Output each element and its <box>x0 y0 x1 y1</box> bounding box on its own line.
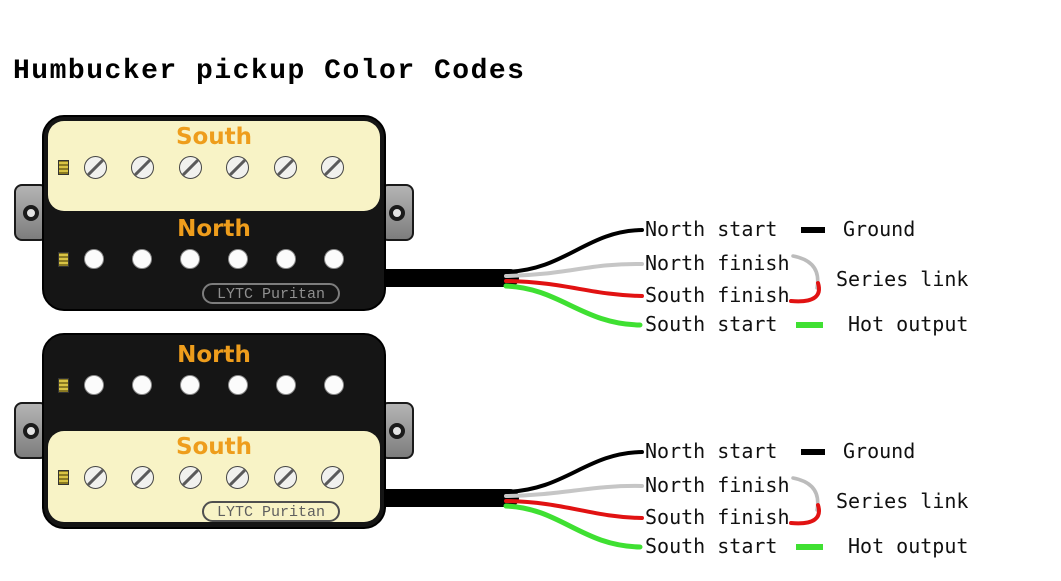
pole-slug <box>84 249 104 269</box>
pole-screw <box>178 465 202 489</box>
pole-screw <box>320 465 344 489</box>
pole-screw <box>131 155 155 179</box>
pole-slug <box>228 375 248 395</box>
coil-north: North <box>48 339 380 429</box>
pickup-body: South North LYTC Puritan <box>42 115 386 311</box>
wire-label-north-start: North start <box>645 439 778 463</box>
legend-ground: Ground <box>843 217 916 241</box>
legend-hot-output: Hot output <box>848 534 969 558</box>
legend-ground: Ground <box>843 439 916 463</box>
pole-screw <box>84 465 107 489</box>
legend-hot-output: Hot output <box>848 312 969 336</box>
coil-label-south: South <box>175 124 253 150</box>
pickup2-wire-white <box>504 483 644 498</box>
pole-screw <box>226 465 250 489</box>
coil-lead-block <box>58 160 69 175</box>
pole-screw <box>273 155 297 179</box>
pole-row-slugs <box>84 373 344 397</box>
brand-label: LYTC Puritan <box>201 283 341 304</box>
pole-screw <box>226 155 250 179</box>
mounting-screw-hole <box>389 204 405 221</box>
wire-label-north-finish: North finish <box>645 473 790 497</box>
coil-lead-block <box>58 378 69 393</box>
coil-north: North <box>48 213 380 304</box>
pole-slug <box>84 375 104 395</box>
pickup1-series-hook-white <box>791 254 820 290</box>
pickup2-series-hook-white <box>791 476 820 512</box>
pickup-1: South North LYTC Puritan <box>14 115 414 311</box>
coil-label-north: North <box>177 216 251 242</box>
wire-label-north-finish: North finish <box>645 251 790 275</box>
pole-row-screws <box>84 155 344 179</box>
wire-label-south-finish: South finish <box>645 505 790 529</box>
pickup2-series-hook-red <box>789 503 821 526</box>
wire-label-south-start: South start <box>645 312 778 336</box>
mounting-screw-hole <box>23 422 39 439</box>
pickup1-wire-green <box>503 283 643 328</box>
coil-label-north: North <box>177 342 251 368</box>
coil-south: South <box>48 431 380 522</box>
pickup2-wire-red <box>504 499 644 520</box>
coil-label-south: South <box>175 434 253 460</box>
mounting-screw-hole <box>23 204 39 221</box>
mounting-screw-hole <box>389 422 405 439</box>
pole-slug <box>132 375 152 395</box>
pickup2-wire-green <box>503 503 643 550</box>
pickup1-wire-red <box>504 279 644 298</box>
pole-slug <box>180 375 200 395</box>
pole-row-screws <box>84 465 344 489</box>
wire-label-north-start: North start <box>645 217 778 241</box>
pole-row-slugs <box>84 247 344 271</box>
pole-slug <box>276 375 296 395</box>
pole-screw <box>84 155 107 179</box>
brand-label: LYTC Puritan <box>201 501 341 522</box>
pickup-body: North South LYTC Puritan <box>42 333 386 529</box>
pickup1-series-hook-red <box>789 281 821 304</box>
pickup2-wire-black <box>504 450 644 494</box>
pole-screw <box>273 465 297 489</box>
pole-slug <box>324 375 344 395</box>
pickup1-wire-white <box>504 261 644 278</box>
wire-label-south-start: South start <box>645 534 778 558</box>
pickup1-wire-black <box>504 228 644 274</box>
pole-screw <box>178 155 202 179</box>
coil-lead-block <box>58 252 69 267</box>
legend-series-link: Series link <box>836 267 969 291</box>
wire-label-south-finish: South finish <box>645 283 790 307</box>
diagram-title: Humbucker pickup Color Codes <box>13 56 526 87</box>
pickup-2: North South LYTC Puritan <box>14 333 414 529</box>
pole-slug <box>228 249 248 269</box>
pole-slug <box>180 249 200 269</box>
coil-south: South <box>48 121 380 211</box>
pole-slug <box>276 249 296 269</box>
pole-slug <box>324 249 344 269</box>
pole-slug <box>132 249 152 269</box>
pole-screw <box>131 465 155 489</box>
coil-lead-block <box>58 470 69 485</box>
pole-screw <box>320 155 344 179</box>
legend-series-link: Series link <box>836 489 969 513</box>
